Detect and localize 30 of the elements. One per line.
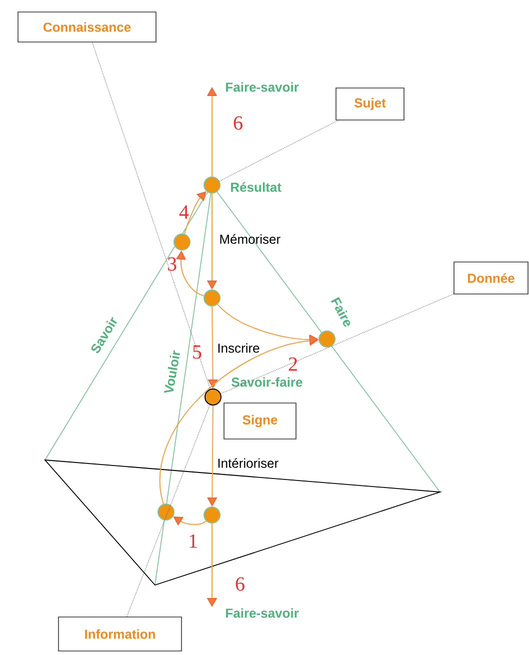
step-number: 5 bbox=[193, 345, 202, 359]
axis-label: Vouloir bbox=[164, 350, 180, 393]
step-number: 1 bbox=[190, 534, 197, 548]
label-box: Connaissance bbox=[18, 12, 156, 42]
step-number: 4 bbox=[179, 205, 189, 219]
leader-line bbox=[126, 404, 210, 617]
step-number: 2 bbox=[288, 357, 297, 371]
leader-line bbox=[92, 42, 211, 390]
label-box: Signe bbox=[224, 402, 296, 440]
label-box: Sujet bbox=[336, 88, 404, 120]
label-box: Donnée bbox=[454, 262, 528, 294]
axis-label: Faire bbox=[331, 297, 350, 327]
point-label: Résultat bbox=[231, 182, 282, 192]
action-label: Intérioriser bbox=[218, 458, 278, 468]
step-number: 6 bbox=[234, 116, 242, 130]
leader-line bbox=[219, 120, 338, 182]
action-label: Inscrire bbox=[218, 343, 260, 353]
step-number: 6 bbox=[236, 577, 244, 591]
label-box: Information bbox=[58, 616, 182, 652]
action-label: Mémoriser bbox=[220, 234, 280, 244]
pole-label: Faire-savoir bbox=[226, 608, 299, 618]
point-dot bbox=[204, 506, 220, 524]
point-dot bbox=[174, 234, 190, 250]
point-label: Savoir-faire bbox=[232, 377, 302, 387]
point-dot bbox=[158, 504, 174, 520]
step-number: 3 bbox=[168, 257, 176, 271]
point-dot bbox=[204, 290, 220, 306]
point-dot bbox=[318, 330, 336, 348]
pole-label: Faire-savoir bbox=[226, 82, 299, 92]
leader-line bbox=[220, 294, 454, 394]
